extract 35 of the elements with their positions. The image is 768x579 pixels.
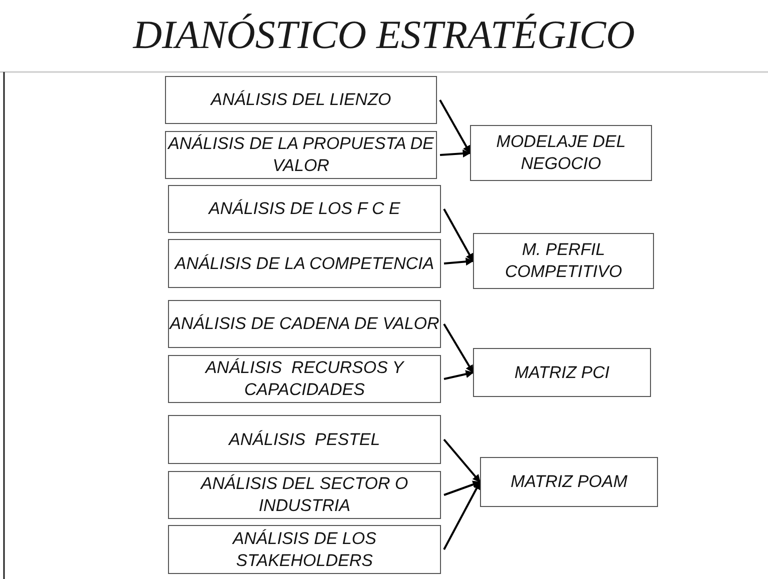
arrow: [440, 150, 471, 158]
box-label: MATRIZ PCI: [514, 362, 610, 384]
process-box: [168, 355, 441, 403]
box-label: ANÁLISIS DE LA PROPUESTA DE VALOR: [166, 133, 435, 177]
arrow: [444, 370, 474, 380]
process-box: [168, 185, 441, 233]
process-box: [168, 471, 441, 519]
box-label: ANÁLISIS PESTEL: [228, 428, 380, 450]
process-box: [165, 76, 437, 124]
process-box: [168, 239, 441, 288]
arrow: [443, 438, 481, 483]
box-label: ANÁLISIS DEL LIENZO: [210, 89, 392, 111]
arrow: [443, 481, 481, 550]
arrow: [444, 258, 474, 266]
box-label: MODELAJE DEL NEGOCIO: [495, 131, 627, 175]
box-label: ANÁLISIS DE LA COMPETENCIA: [174, 252, 434, 274]
box-label: ANÁLISIS DEL SECTOR O INDUSTRIA: [199, 473, 410, 517]
process-box: [470, 125, 652, 181]
box-label: MATRIZ POAM: [510, 471, 628, 493]
process-box: [473, 233, 654, 289]
process-box: [168, 300, 441, 348]
box-label: ANÁLISIS DE CADENA DE VALOR: [170, 313, 440, 335]
process-box: [168, 415, 441, 464]
box-label: ANÁLISIS RECURSOS Y CAPACIDADES: [204, 357, 406, 401]
arrow: [439, 100, 471, 154]
title: DIANÓSTICO ESTRATÉGICO: [132, 11, 636, 59]
box-label: M. PERFIL COMPETITIVO: [504, 239, 624, 283]
process-box: [473, 348, 651, 397]
arrow: [443, 208, 474, 262]
process-box: [480, 457, 658, 507]
box-label: ANÁLISIS DE LOS F C E: [208, 198, 400, 220]
arrow: [444, 480, 481, 496]
process-box: [168, 525, 441, 574]
box-label: ANÁLISIS DE LOS STAKEHOLDERS: [231, 528, 378, 572]
arrow: [443, 323, 474, 374]
